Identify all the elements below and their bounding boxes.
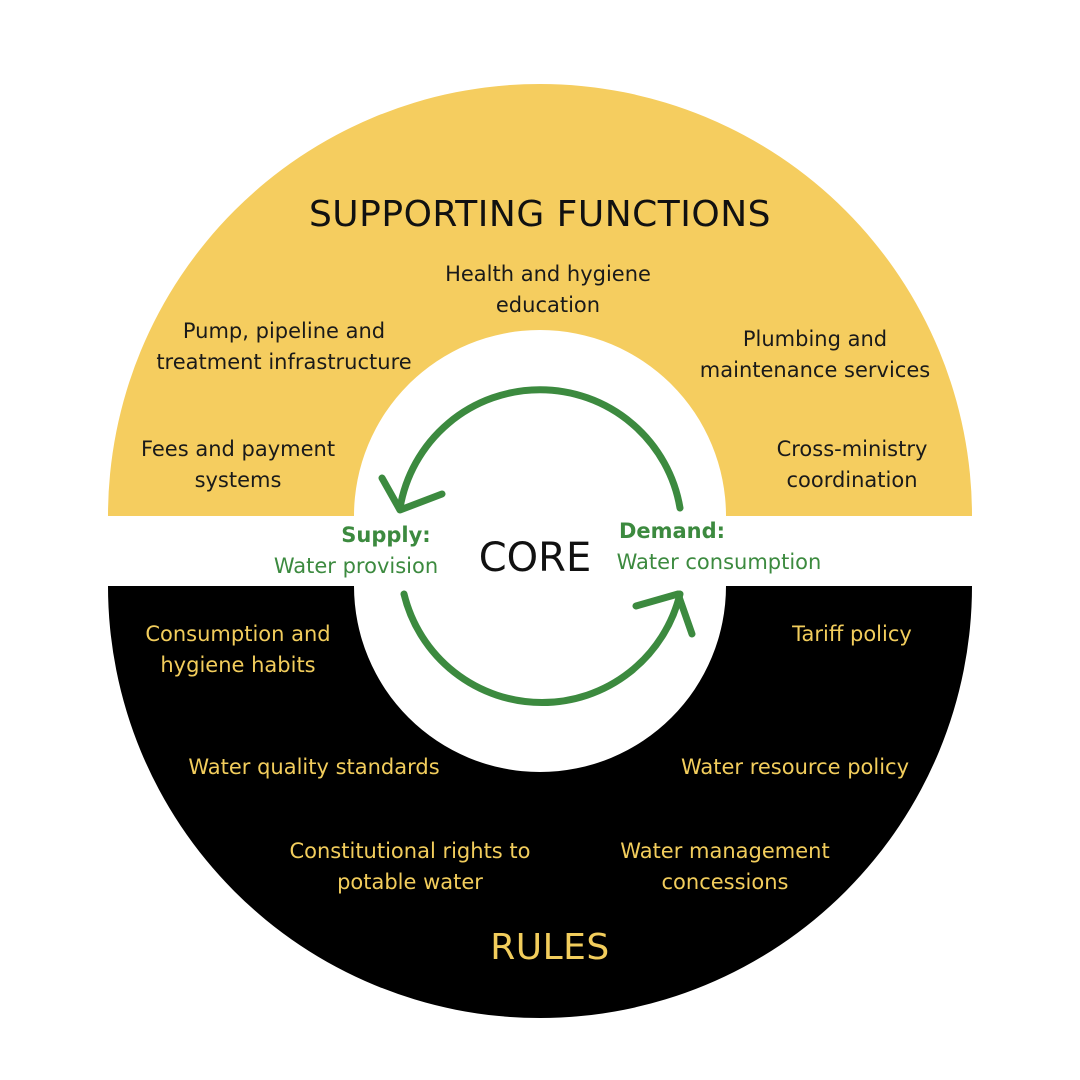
supply-to-demand-arrow xyxy=(400,590,684,706)
rule-item-constitutional-rights: Constitutional rights to potable water xyxy=(262,836,558,898)
demand-to-supply-arrow xyxy=(396,386,684,512)
rule-item-line: potable water xyxy=(337,870,483,894)
supporting-functions-ring xyxy=(108,84,972,516)
rules-ring xyxy=(108,586,972,1018)
support-item-cross-ministry: Cross-ministry coordination xyxy=(742,434,962,496)
support-item-line: education xyxy=(495,293,601,317)
support-item-line: maintenance services xyxy=(699,358,931,382)
supporting-functions-heading: SUPPORTING FUNCTIONS xyxy=(308,194,772,235)
rule-item-line: concessions xyxy=(661,870,789,894)
support-item-line: coordination xyxy=(786,468,918,492)
rule-item-consumption-habits: Consumption and hygiene habits xyxy=(118,619,358,681)
support-item-line: treatment infrastructure xyxy=(156,350,412,374)
support-item-line: Health and hygiene xyxy=(445,262,651,286)
support-item-health-education: Health and hygiene education xyxy=(398,259,698,321)
core-cycle-arrows xyxy=(378,386,696,706)
demand-arrowhead xyxy=(632,590,696,638)
support-item-plumbing: Plumbing and maintenance services xyxy=(670,324,960,386)
supply-subtitle: Water provision xyxy=(273,554,439,578)
rule-item-line: Water resource policy xyxy=(680,755,910,779)
rules-heading: RULES xyxy=(490,927,610,968)
demand-label: Demand: Water consumption xyxy=(594,516,844,578)
demand-title: Demand: xyxy=(618,519,726,543)
supply-arrowhead xyxy=(378,474,446,514)
rule-item-line: Tariff policy xyxy=(792,622,912,646)
rule-item-line: Water quality standards xyxy=(188,755,440,779)
rule-item-line: Constitutional rights to xyxy=(289,839,531,863)
support-item-fees-payment: Fees and payment systems xyxy=(118,434,358,496)
rule-item-line: Water management xyxy=(620,839,830,863)
supply-title: Supply: xyxy=(341,523,431,547)
demand-subtitle: Water consumption xyxy=(616,550,822,574)
supply-label: Supply: Water provision xyxy=(250,520,462,582)
rule-item-management-concessions: Water management concessions xyxy=(590,836,860,898)
rule-item-water-quality: Water quality standards xyxy=(164,752,464,783)
support-item-line: Fees and payment xyxy=(140,437,336,461)
core-label: CORE xyxy=(478,535,592,581)
support-item-line: Plumbing and xyxy=(742,327,888,351)
support-item-line: Cross-ministry xyxy=(776,437,928,461)
rule-item-tariff-policy: Tariff policy xyxy=(762,619,942,650)
support-item-line: Pump, pipeline and xyxy=(182,319,386,343)
rule-item-water-resource: Water resource policy xyxy=(650,752,940,783)
support-item-line: systems xyxy=(194,468,282,492)
rule-item-line: Consumption and xyxy=(145,622,331,646)
support-item-infrastructure: Pump, pipeline and treatment infrastruct… xyxy=(134,316,434,378)
rule-item-line: hygiene habits xyxy=(160,653,316,677)
